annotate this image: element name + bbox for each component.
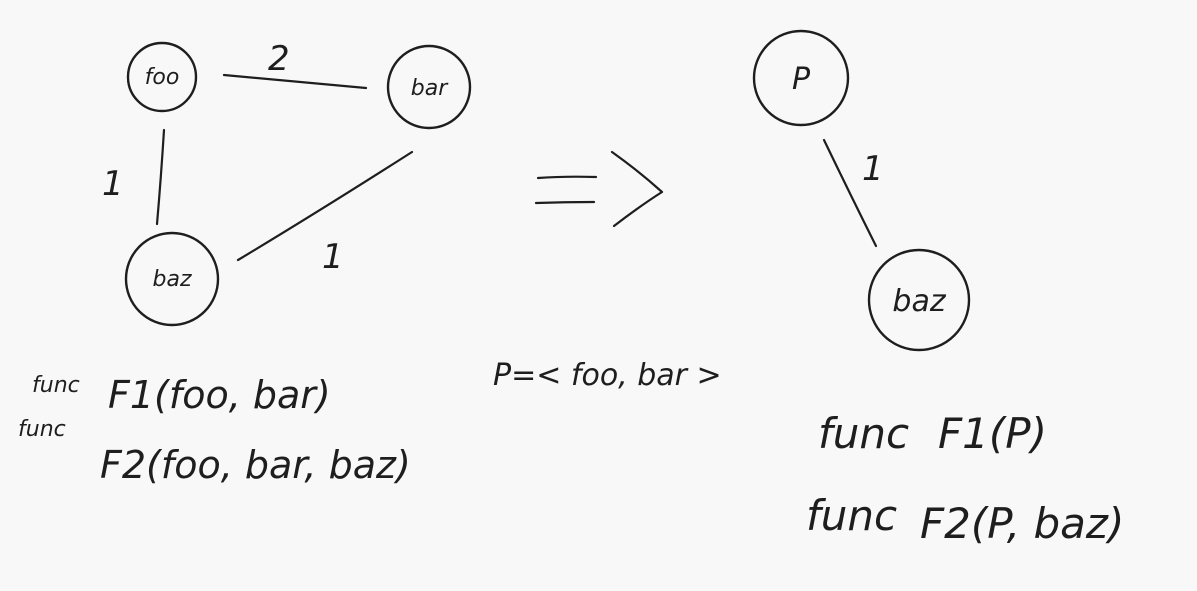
node-bar: bar xyxy=(386,44,472,130)
func-keyword: func xyxy=(32,373,80,398)
right-func-1: func F1(P) xyxy=(818,409,1047,458)
node-foo: foo xyxy=(126,41,198,113)
right-graph: 1 P baz func F1(P) func F2(P, baz) xyxy=(752,29,1124,548)
func-keyword: func xyxy=(806,491,897,540)
node-label-p: P xyxy=(792,62,811,97)
edge-foo-baz xyxy=(155,128,166,226)
edge-weight-foo-baz: 1 xyxy=(102,164,124,204)
p-definition: P=< foo, bar > xyxy=(493,358,722,393)
left-func-2: func F2(foo, bar, baz) xyxy=(18,417,411,487)
left-graph: 2 1 1 foo bar baz func F1(foo, bar) func… xyxy=(18,39,472,487)
func-signature: F1(P) xyxy=(938,409,1047,458)
node-label-baz: baz xyxy=(153,267,192,292)
func-signature: F2(foo, bar, baz) xyxy=(100,443,411,487)
edge-weight-p-baz: 1 xyxy=(862,149,884,189)
node-baz-right: baz xyxy=(867,248,971,352)
edge-weight-foo-bar: 2 xyxy=(268,39,290,79)
edge-weight-bar-baz: 1 xyxy=(322,237,344,277)
func-keyword: func xyxy=(818,409,909,458)
node-label-baz-right: baz xyxy=(892,284,946,319)
node-baz: baz xyxy=(124,231,220,327)
edge-bar-baz xyxy=(236,150,414,262)
node-p: P xyxy=(752,29,850,127)
edge-p-baz xyxy=(822,138,878,248)
left-func-1: func F1(foo, bar) xyxy=(32,373,331,417)
func-keyword: func xyxy=(18,417,66,442)
func-signature: F2(P, baz) xyxy=(920,499,1124,548)
node-label-foo: foo xyxy=(145,65,180,90)
transform-arrow-icon xyxy=(534,150,664,228)
edge-foo-bar xyxy=(222,73,368,90)
right-func-2: func F2(P, baz) xyxy=(806,491,1124,548)
func-signature: F1(foo, bar) xyxy=(108,373,331,417)
node-label-bar: bar xyxy=(411,76,449,101)
